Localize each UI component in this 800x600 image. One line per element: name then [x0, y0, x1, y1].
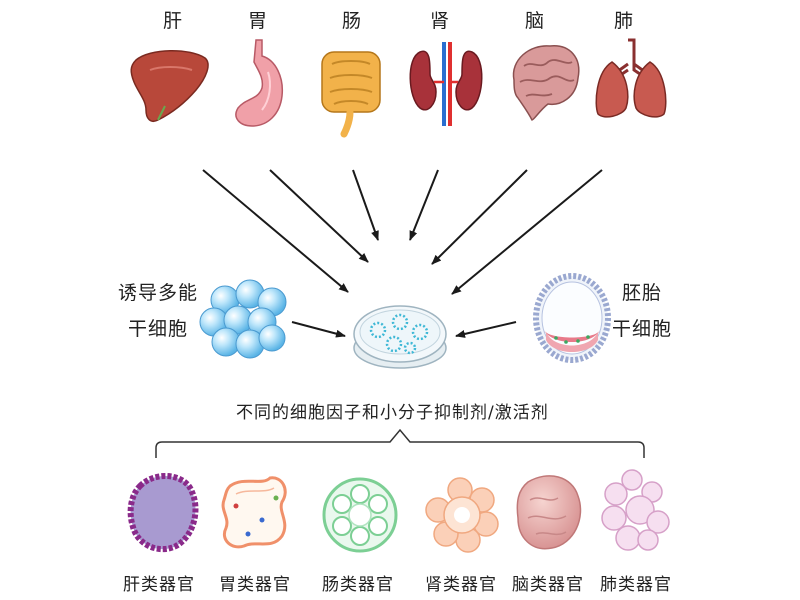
- arrow-kidney: [409, 169, 439, 241]
- liver-icon: [130, 50, 209, 122]
- ipsc-label-line1: 诱导多能: [118, 282, 199, 304]
- brain-organoid-icon: [516, 475, 582, 550]
- kidney-organoid-icon: [425, 477, 499, 553]
- arrow-lung: [451, 169, 603, 295]
- organoid-label-kidney: 肾类器官: [425, 575, 497, 595]
- intestine-icon: [321, 51, 381, 138]
- esc-label-line1: 胚胎: [622, 282, 663, 304]
- ipsc-label-line2: 干细胞: [128, 318, 189, 340]
- organ-label-intestine: 肠: [342, 10, 363, 32]
- ipsc-cluster-icon: [199, 279, 287, 359]
- organ-label-brain: 脑: [525, 10, 546, 32]
- liver-organoid-icon: [127, 472, 199, 553]
- organoid-label-liver: 肝类器官: [123, 575, 195, 595]
- lung-organoid-icon: [601, 469, 670, 551]
- ipsc-label: 诱导多能 干细胞: [118, 275, 198, 347]
- arrow-brain: [431, 169, 528, 265]
- culture-dish-icon: [353, 305, 447, 369]
- esc-label-line2: 干细胞: [612, 318, 673, 340]
- arrow-intestine: [352, 169, 379, 241]
- organoid-label-brain: 脑类器官: [512, 575, 584, 595]
- organoid-label-stomach: 胃类器官: [219, 575, 291, 595]
- kidney-icon: [409, 42, 483, 126]
- organoid-label-intestine: 肠类器官: [322, 575, 394, 595]
- stomach-organoid-icon: [221, 476, 287, 549]
- arrow-stomach: [269, 169, 369, 263]
- culture-caption: 不同的细胞因子和小分子抑制剂/激活剂: [236, 403, 549, 423]
- organ-label-liver: 肝: [163, 10, 184, 32]
- esc-label: 胚胎 干细胞: [612, 275, 672, 347]
- intestine-organoid-icon: [322, 477, 398, 553]
- bracket: [155, 428, 645, 458]
- organ-arrows: [202, 169, 603, 295]
- brain-icon: [512, 45, 580, 121]
- arrow-ipsc: [291, 321, 346, 338]
- organ-label-kidney: 肾: [430, 10, 451, 32]
- arrow-esc: [455, 321, 517, 338]
- stomach-icon: [235, 39, 284, 127]
- organoid-label-lung: 肺类器官: [600, 575, 672, 595]
- organ-label-lung: 肺: [614, 10, 635, 32]
- lung-icon: [595, 38, 667, 118]
- organ-label-stomach: 胃: [248, 10, 269, 32]
- arrow-liver: [202, 169, 349, 293]
- blastocyst-icon: [533, 273, 611, 363]
